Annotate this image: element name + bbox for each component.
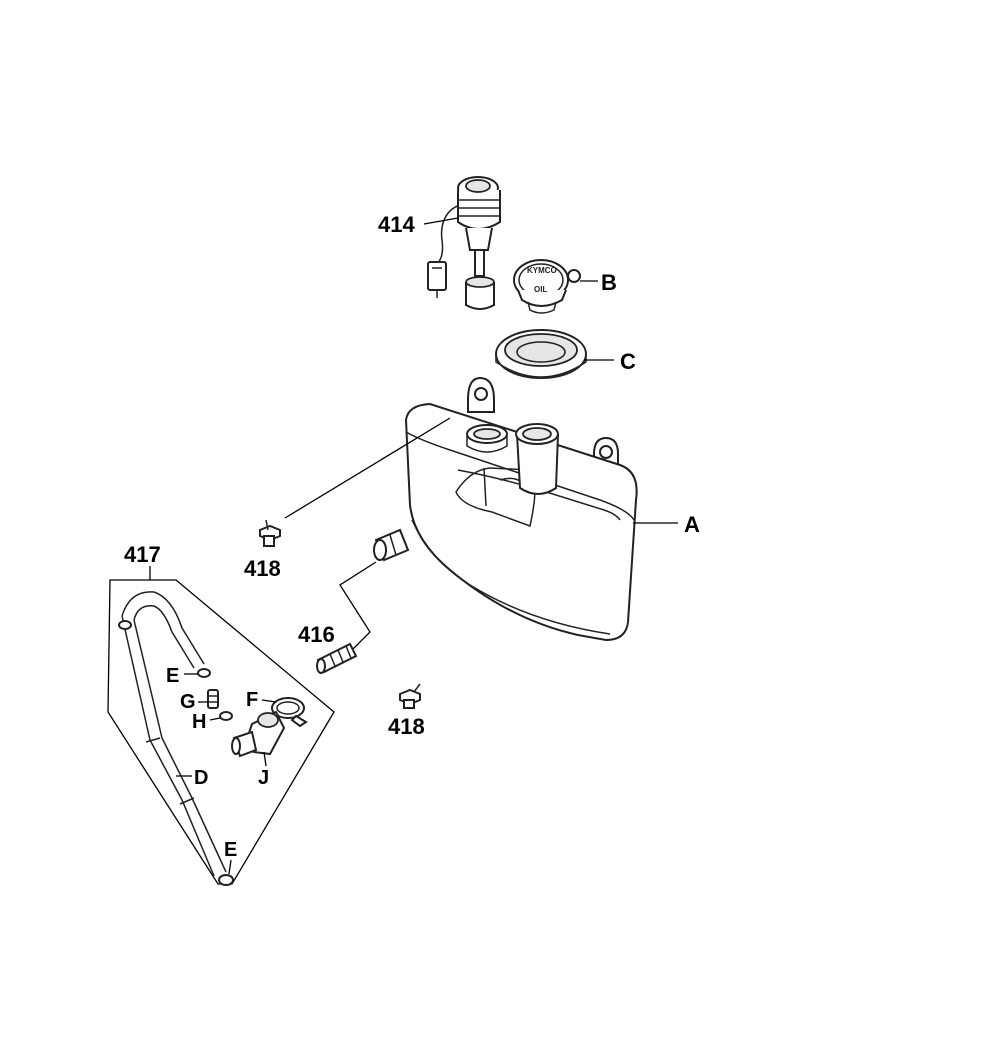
callout-418-lower: 418: [388, 714, 425, 739]
callout-417: 417: [124, 542, 161, 567]
callout-E-lower: E: [224, 839, 237, 861]
leader-418-upper-to-tank: [284, 417, 451, 519]
callout-418-upper: 418: [244, 556, 281, 581]
callout-F: F: [246, 689, 258, 711]
cap-content-text: OIL: [534, 285, 547, 294]
hose-clip-E-lower: [218, 874, 234, 886]
bolt-418-lower: [399, 683, 421, 709]
callout-J: J: [258, 767, 269, 789]
callout-G: G: [180, 691, 196, 713]
cap-brand-text: KYMCO: [527, 266, 557, 275]
leader-414: [423, 217, 459, 225]
callout-D: D: [194, 767, 208, 789]
hose-clip-E-upper: [197, 668, 211, 678]
oil-level-sensor-414: [427, 176, 501, 310]
hose-assembly-417-frame: [107, 566, 335, 885]
callout-A: A: [684, 512, 700, 537]
callout-414: 414: [378, 212, 415, 237]
oil-tank-A: [373, 376, 638, 642]
callout-416: 416: [298, 622, 335, 647]
leader-416-to-spigot: [339, 561, 377, 653]
callout-E-upper: E: [166, 665, 179, 687]
callout-H: H: [192, 711, 206, 733]
callout-C: C: [620, 349, 636, 374]
hose-D: [118, 591, 227, 877]
washer-H: [219, 711, 233, 721]
clamp-F: [271, 697, 308, 728]
callout-B: B: [601, 270, 617, 295]
gasket-ring-C: [495, 329, 587, 379]
bolt-418-upper: [259, 417, 451, 547]
oil-filler-cap-B: KYMCO OIL: [513, 259, 581, 314]
elbow-joint-J: [231, 710, 286, 758]
fitting-G: [207, 689, 219, 709]
hose-fitting-416: [316, 561, 377, 674]
